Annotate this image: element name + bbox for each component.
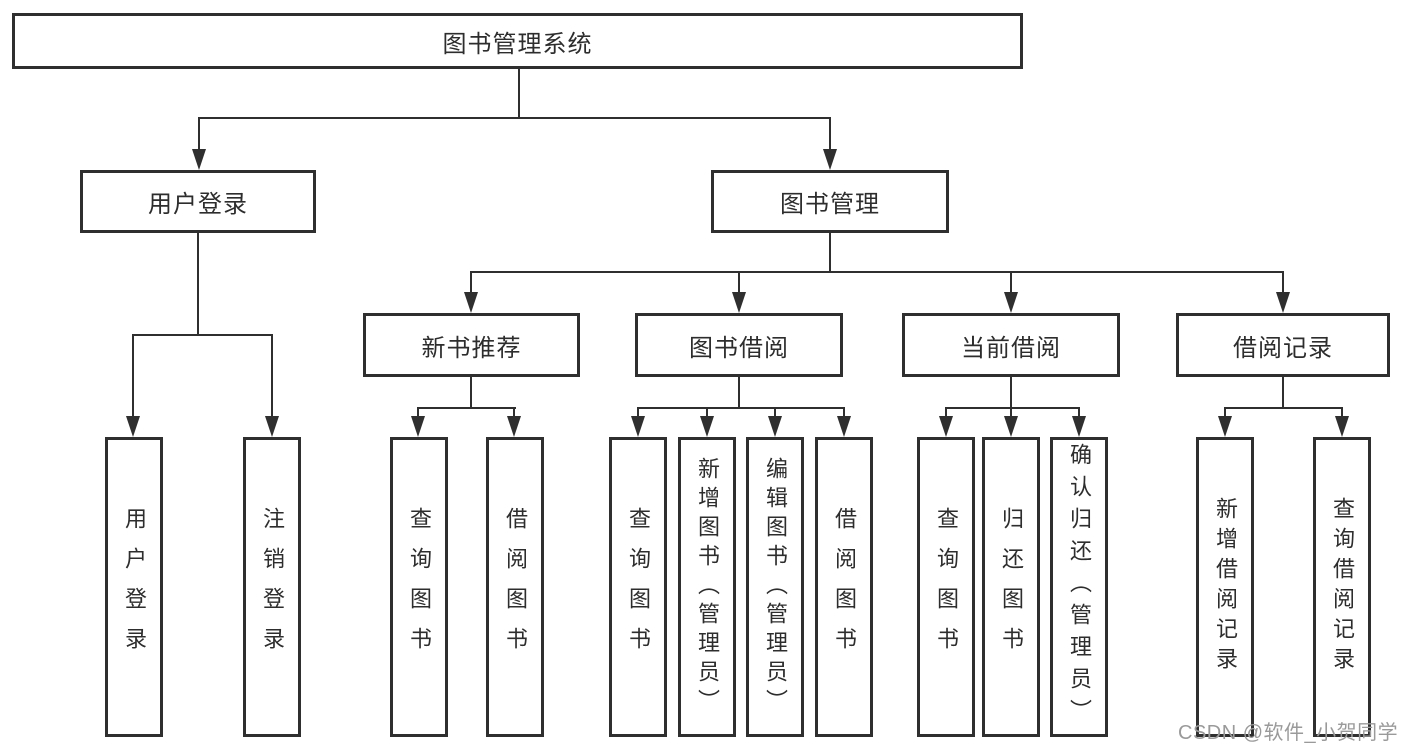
arrowhead [837,416,851,437]
node-book-borrow-label: 图书借阅 [689,334,789,362]
leaf-logout: 注销登录 [243,437,301,737]
leaf-label: 查询图书 [407,507,432,667]
connector-drop [774,407,776,418]
node-root-label: 图书管理系统 [442,30,593,58]
connector-l2-drop-right [829,117,831,150]
connector-drop [738,271,740,295]
connector-splitter [1224,407,1343,409]
arrowhead [732,292,746,313]
connector-drop [945,407,947,418]
connector-l2-drop-left [198,117,200,150]
leaf-label: 借阅图书 [503,507,528,667]
leaf-add-books-admin: 新增图书（管理员） [678,437,736,737]
leaf-label: 查询借阅记录 [1330,497,1355,677]
node-borrow-records-label: 借阅记录 [1233,334,1333,362]
leaf-borrow-books: 借阅图书 [486,437,544,737]
connector-bookmgmt-stem [829,232,831,273]
leaf-label: 编辑图书（管理员） [763,456,788,718]
connector-splitter [637,407,845,409]
node-book-borrow: 图书借阅 [635,313,843,377]
arrowhead [823,149,837,170]
leaf-query-books: 查询图书 [917,437,975,737]
leaf-query-borrow-record: 查询借阅记录 [1313,437,1371,737]
arrowhead [265,416,279,437]
node-borrow-records: 借阅记录 [1176,313,1390,377]
leaf-confirm-return-admin: 确认归还（管理员） [1050,437,1108,737]
leaf-user-login: 用户登录 [105,437,163,737]
connector-drop [1078,407,1080,418]
connector-splitter [945,407,1080,409]
arrowhead [411,416,425,437]
connector-drop [513,407,515,418]
node-user-login-label: 用户登录 [148,191,248,218]
leaf-label: 新增借阅记录 [1213,497,1238,677]
node-current-borrow-label: 当前借阅 [961,334,1061,362]
node-new-book-recommend-label: 新书推荐 [421,334,522,362]
arrowhead [939,416,953,437]
arrowhead [1004,416,1018,437]
connector-userlogin-splitter [132,334,273,336]
arrowhead [192,149,206,170]
connector-drop [1224,407,1226,418]
connector-stem [1282,377,1284,409]
connector-drop [1010,407,1012,418]
csdn-watermark: CSDN @软件_小贺同学 [1178,722,1399,744]
connector-drop [843,407,845,418]
leaf-label: 归还图书 [999,507,1024,667]
connector-drop [637,407,639,418]
node-new-book-recommend: 新书推荐 [363,313,580,377]
node-root: 图书管理系统 [12,13,1023,69]
connector-splitter [417,407,516,409]
connector-drop [1282,271,1284,295]
leaf-query-books: 查询图书 [609,437,667,737]
node-user-login: 用户登录 [80,170,316,233]
connector-stem [1010,377,1012,409]
leaf-label: 新增图书（管理员） [695,456,720,718]
arrowhead [464,292,478,313]
arrowhead [1218,416,1232,437]
leaf-label: 查询图书 [626,507,651,667]
connector-drop [132,334,134,418]
arrowhead [507,416,521,437]
connector-root-stem [518,68,520,119]
arrowhead [1072,416,1086,437]
arrowhead [1335,416,1349,437]
arrowhead [1276,292,1290,313]
node-book-management-label: 图书管理 [780,191,880,218]
arrowhead [1004,292,1018,313]
connector-drop [271,334,273,418]
connector-drop [417,407,419,418]
leaf-label: 借阅图书 [832,507,857,667]
node-current-borrow: 当前借阅 [902,313,1120,377]
leaf-return-books: 归还图书 [982,437,1040,737]
leaf-borrow-books: 借阅图书 [815,437,873,737]
connector-l3-splitter [470,271,1284,273]
leaf-label: 用户登录 [122,507,147,667]
connector-userlogin-stem [197,232,199,336]
arrowhead [768,416,782,437]
arrowhead [631,416,645,437]
connector-drop [470,271,472,295]
connector-l2-splitter [198,117,831,119]
connector-drop [1010,271,1012,295]
connector-stem [470,377,472,409]
arrowhead [700,416,714,437]
connector-drop [1341,407,1343,418]
connector-stem [738,377,740,409]
leaf-label: 注销登录 [260,507,285,667]
leaf-query-books: 查询图书 [390,437,448,737]
leaf-label: 查询图书 [934,507,959,667]
arrowhead [126,416,140,437]
leaf-label: 确认归还（管理员） [1067,443,1092,731]
leaf-edit-books-admin: 编辑图书（管理员） [746,437,804,737]
leaf-add-borrow-record: 新增借阅记录 [1196,437,1254,737]
node-book-management: 图书管理 [711,170,949,233]
connector-drop [706,407,708,418]
